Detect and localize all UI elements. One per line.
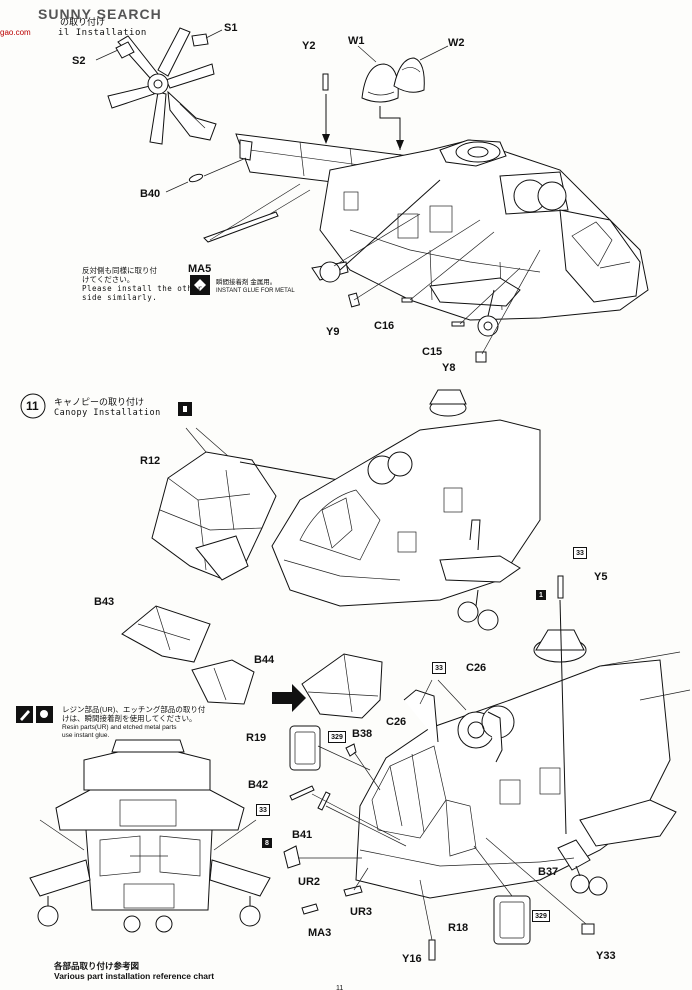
part-r18 xyxy=(493,895,531,945)
label-ur2: UR2 xyxy=(298,876,321,888)
label-b44: B44 xyxy=(254,654,275,666)
label-r18: R18 xyxy=(448,922,469,934)
step10-title-jp: の取り付け xyxy=(60,17,106,27)
watermark-small: gao.com xyxy=(0,28,31,37)
step11-number: 11 xyxy=(26,399,39,413)
label-b37: B37 xyxy=(538,866,559,878)
badge-33-a: 33 xyxy=(573,547,587,559)
part-y2 xyxy=(322,73,329,91)
part-ma5 xyxy=(203,211,279,243)
reference-title-jp: 各部品取り付け参考図 xyxy=(54,961,140,971)
label-ur3: UR3 xyxy=(350,906,373,918)
reference-front-view xyxy=(29,739,271,933)
badge-33-c: 33 xyxy=(256,804,270,816)
badge-33-b: 33 xyxy=(432,662,446,674)
label-y33: Y33 xyxy=(596,950,616,962)
part-y5 xyxy=(557,575,564,599)
resin-note-en-2: use instant glue. xyxy=(62,732,110,739)
label-y2: Y2 xyxy=(302,40,316,52)
helicopter-mid xyxy=(271,389,541,631)
label-w1: W1 xyxy=(348,35,365,47)
dome-parts xyxy=(357,45,449,150)
label-b43: B43 xyxy=(94,596,115,608)
resin-note-en-1: Resin parts(UR) and etched metal parts xyxy=(62,724,177,731)
glue-note-jp: 瞬間接着剤 金属用。 xyxy=(216,279,277,286)
label-c16: C16 xyxy=(374,320,395,332)
label-b42: B42 xyxy=(248,779,269,791)
step11-title-en: Canopy Installation xyxy=(54,408,161,418)
label-b41: B41 xyxy=(292,829,313,841)
label-r19: R19 xyxy=(246,732,267,744)
fuselage-top xyxy=(319,139,649,337)
tail-rotor xyxy=(107,27,217,145)
label-w2: W2 xyxy=(448,37,465,49)
badge-1: 1 xyxy=(536,590,546,600)
label-y5: Y5 xyxy=(594,571,608,583)
step11-circle xyxy=(20,393,46,419)
label-ma3: MA3 xyxy=(308,927,332,939)
badge-329-a: 329 xyxy=(328,731,346,743)
resin-note-jp-2: けは、瞬間接着剤を使用してください。 xyxy=(62,714,197,723)
badge-329-b: 329 xyxy=(532,910,550,922)
label-r12: R12 xyxy=(140,455,161,467)
label-y9: Y9 xyxy=(326,326,340,338)
label-s2: S2 xyxy=(72,55,86,67)
step11-title-jp: キャノピーの取り付け xyxy=(54,397,145,407)
reference-title-en: Various part installation reference char… xyxy=(54,971,215,981)
step10-note-en-1: Please install the other xyxy=(82,284,203,293)
label-ma5: MA5 xyxy=(188,263,212,275)
label-y16: Y16 xyxy=(402,953,422,965)
watermark: SUNNY SEARCH xyxy=(38,6,162,22)
step10-title-en: il Installation xyxy=(58,28,147,38)
canopy-r12 xyxy=(151,427,361,581)
badge-8: 8 xyxy=(262,838,272,848)
step10-note-jp-1: 反対側も同様に取り付 xyxy=(82,266,157,275)
page-number: 11 xyxy=(336,985,344,990)
part-r19 xyxy=(289,725,321,771)
step10-note-en-2: side similarly. xyxy=(82,293,158,302)
label-c15: C15 xyxy=(422,346,443,358)
resin-note-jp-1: レジン部品(UR)、エッチング部品の取り付 xyxy=(62,705,206,714)
label-y8: Y8 xyxy=(442,362,456,374)
glue-note-en: INSTANT GLUE FOR METAL xyxy=(216,288,295,294)
label-b40: B40 xyxy=(140,188,161,200)
label-c26-a: C26 xyxy=(466,662,487,674)
step10-note-jp-2: けてください。 xyxy=(82,275,135,284)
windscreen-parts xyxy=(121,605,383,719)
label-b38: B38 xyxy=(352,728,373,740)
helicopter-front xyxy=(355,629,691,899)
label-c26-b: C26 xyxy=(386,716,407,728)
label-s1: S1 xyxy=(224,22,238,34)
